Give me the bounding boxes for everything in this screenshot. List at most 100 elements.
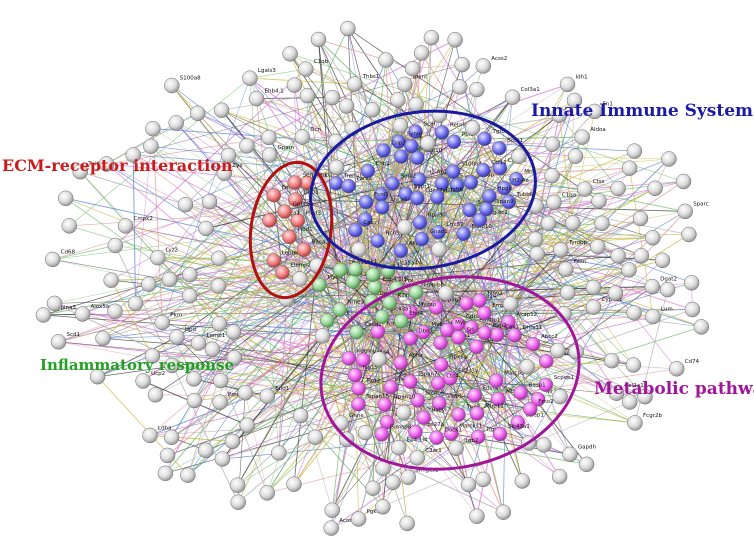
protein-node[interactable] (204, 341, 221, 358)
protein-node[interactable] (220, 147, 237, 164)
protein-node[interactable] (475, 471, 491, 488)
protein-node[interactable] (230, 494, 246, 510)
protein-node[interactable]: Lepre1 (266, 251, 301, 268)
protein-node[interactable] (103, 272, 119, 288)
protein-node[interactable]: Dcn (294, 127, 322, 145)
protein-node[interactable]: Dock1 (429, 428, 462, 445)
protein-node[interactable]: Ep4.1l4 (390, 438, 428, 456)
protein-node[interactable]: Cd68 (44, 249, 76, 268)
protein-node[interactable]: Col3a1 (504, 87, 540, 105)
protein-node[interactable] (98, 156, 115, 172)
protein-node[interactable]: Rasa1l8 (296, 240, 334, 257)
protein-node[interactable] (594, 215, 610, 232)
protein-node[interactable] (661, 151, 677, 167)
protein-node[interactable]: Fcgr2b (627, 413, 663, 431)
protein-node[interactable] (603, 352, 620, 369)
protein-node[interactable] (125, 147, 141, 163)
protein-node[interactable]: Gnao1 (414, 229, 448, 247)
protein-node[interactable]: Rcn3 (370, 231, 400, 248)
protein-node[interactable] (213, 102, 230, 118)
protein-node[interactable] (659, 281, 676, 298)
protein-node[interactable]: Fcnl1 (358, 192, 389, 210)
protein-node[interactable]: Parva (341, 176, 372, 194)
protein-node[interactable] (145, 120, 161, 137)
protein-node[interactable] (681, 226, 697, 243)
protein-node[interactable] (365, 480, 381, 496)
protein-node[interactable]: Lyz2 (150, 248, 178, 266)
protein-node[interactable]: Casq2 (349, 322, 382, 340)
protein-node[interactable] (310, 31, 327, 48)
protein-node[interactable]: Kdelc1 (341, 348, 376, 366)
protein-node[interactable]: Col1a1 (608, 383, 644, 401)
protein-node[interactable] (610, 248, 626, 264)
protein-node[interactable] (351, 241, 367, 258)
protein-node[interactable]: C1qa (546, 192, 576, 211)
protein-node[interactable] (210, 278, 227, 294)
protein-node[interactable]: Myh6 (312, 275, 343, 293)
protein-node[interactable]: Sgol2 (385, 174, 416, 191)
protein-node[interactable]: Rallyl (416, 408, 447, 425)
protein-node[interactable] (527, 231, 544, 248)
protein-node[interactable] (159, 447, 176, 464)
protein-node[interactable]: Slc4b6 (410, 390, 445, 408)
protein-node[interactable]: Plod1 (282, 227, 313, 245)
protein-node[interactable] (536, 437, 552, 453)
protein-node[interactable]: Soat1 (491, 138, 523, 156)
protein-node[interactable]: Fmod (266, 185, 297, 203)
protein-node[interactable] (469, 508, 485, 524)
protein-node[interactable]: Lgals3 (242, 68, 276, 86)
protein-node[interactable] (395, 404, 412, 421)
protein-node[interactable] (261, 129, 277, 146)
protein-node[interactable]: Tyrobp (553, 240, 588, 258)
protein-node[interactable]: Mt1 (469, 337, 495, 355)
protein-node[interactable]: Ehb1 (360, 161, 390, 179)
protein-node[interactable] (224, 433, 241, 450)
protein-node[interactable]: Gpnc5a (277, 202, 314, 219)
protein-node[interactable]: Sparc (677, 201, 709, 220)
protein-node[interactable] (180, 467, 196, 483)
protein-node[interactable]: Rpp30 (412, 213, 446, 230)
protein-node[interactable]: Thbs1 (346, 74, 379, 92)
protein-node[interactable] (637, 388, 653, 405)
protein-node[interactable] (566, 92, 583, 109)
protein-node[interactable]: Rps27a (408, 422, 444, 440)
protein-node[interactable]: Ccl11 (476, 160, 507, 178)
protein-node[interactable]: Mup12 (469, 403, 504, 421)
protein-node[interactable] (143, 138, 159, 154)
protein-node[interactable]: Idh1 (559, 74, 588, 93)
protein-node[interactable] (423, 29, 440, 46)
protein-node[interactable]: Emp2 (477, 303, 508, 321)
protein-node[interactable]: Srl (451, 327, 475, 345)
protein-node[interactable] (237, 385, 254, 401)
protein-node[interactable]: Abca5 (375, 197, 408, 215)
protein-node[interactable]: Itgb2 (448, 438, 479, 456)
protein-node[interactable] (229, 477, 246, 493)
protein-node[interactable]: H2-Aa (497, 178, 529, 196)
protein-node[interactable]: Tgfbr (477, 129, 508, 147)
protein-node[interactable]: Hpd (169, 327, 196, 345)
protein-node[interactable] (621, 262, 637, 278)
protein-node[interactable]: Acss2 (475, 56, 507, 74)
protein-node[interactable] (168, 115, 184, 131)
protein-node[interactable] (437, 285, 454, 301)
protein-node[interactable] (292, 271, 308, 287)
protein-node[interactable]: Serpina3 (35, 305, 77, 323)
protein-node[interactable]: Gimap8 (374, 424, 412, 442)
protein-node[interactable] (625, 357, 642, 373)
protein-node[interactable] (324, 502, 340, 518)
protein-node[interactable] (225, 324, 242, 340)
protein-node[interactable]: Slc43a1 (492, 424, 530, 442)
protein-node[interactable] (324, 89, 341, 106)
protein-node[interactable]: Retnlg (434, 123, 468, 140)
protein-node[interactable]: Hpgd (482, 186, 512, 204)
protein-node[interactable] (621, 160, 638, 176)
protein-node[interactable] (683, 275, 700, 291)
protein-node[interactable]: Akap12 (501, 312, 537, 330)
protein-node[interactable] (633, 247, 650, 264)
protein-node[interactable] (201, 193, 218, 210)
protein-node[interactable]: Marcks1 (443, 424, 482, 441)
protein-node[interactable]: Pgk1 (350, 509, 380, 527)
protein-node[interactable]: Pdgfrb (430, 187, 464, 205)
protein-node[interactable] (163, 429, 180, 446)
protein-node[interactable] (181, 288, 198, 304)
